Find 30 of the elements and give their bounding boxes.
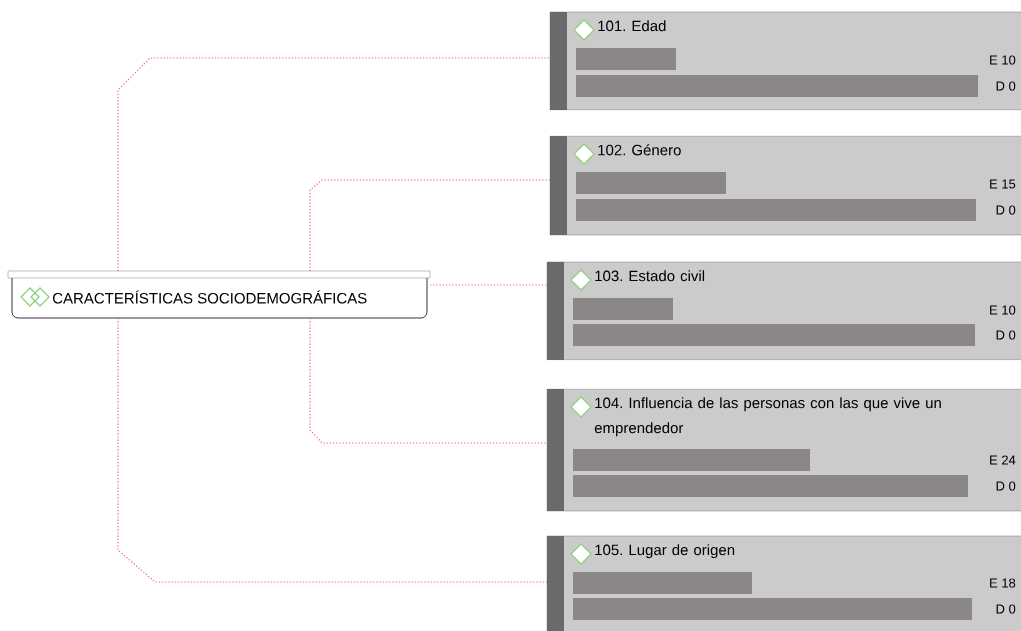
count-label: E 18 xyxy=(990,578,1016,588)
card-title: 103. Estado civil xyxy=(595,270,705,282)
bar xyxy=(576,48,676,70)
count-label: E 24 xyxy=(990,455,1016,465)
bar xyxy=(573,324,975,346)
count-label: D 0 xyxy=(996,481,1016,491)
count-label: E 10 xyxy=(990,55,1016,65)
bar xyxy=(576,199,976,221)
connector-line xyxy=(309,317,548,444)
bar xyxy=(573,449,810,471)
count-label: D 0 xyxy=(996,205,1016,215)
bar xyxy=(573,572,752,594)
count-label: E 15 xyxy=(990,179,1016,189)
connector-line xyxy=(117,317,548,583)
count-label: D 0 xyxy=(996,604,1016,614)
count-label: D 0 xyxy=(996,330,1016,340)
connector-line xyxy=(117,57,551,272)
bar xyxy=(573,298,673,320)
card-title: 102. Género xyxy=(598,144,681,156)
connector-line xyxy=(309,179,551,272)
card-title: 104. Influencia de las personas con las que vive un emprendedor xyxy=(594,397,941,437)
count-label: D 0 xyxy=(996,81,1016,91)
bar xyxy=(576,172,726,194)
bar xyxy=(573,598,972,620)
card-title: 105. Lugar de origen xyxy=(595,544,735,559)
card-title: 101. Edad xyxy=(598,20,666,32)
bar xyxy=(573,475,968,497)
count-label: E 10 xyxy=(990,305,1016,315)
bar xyxy=(576,75,978,97)
connector-line xyxy=(429,284,548,286)
